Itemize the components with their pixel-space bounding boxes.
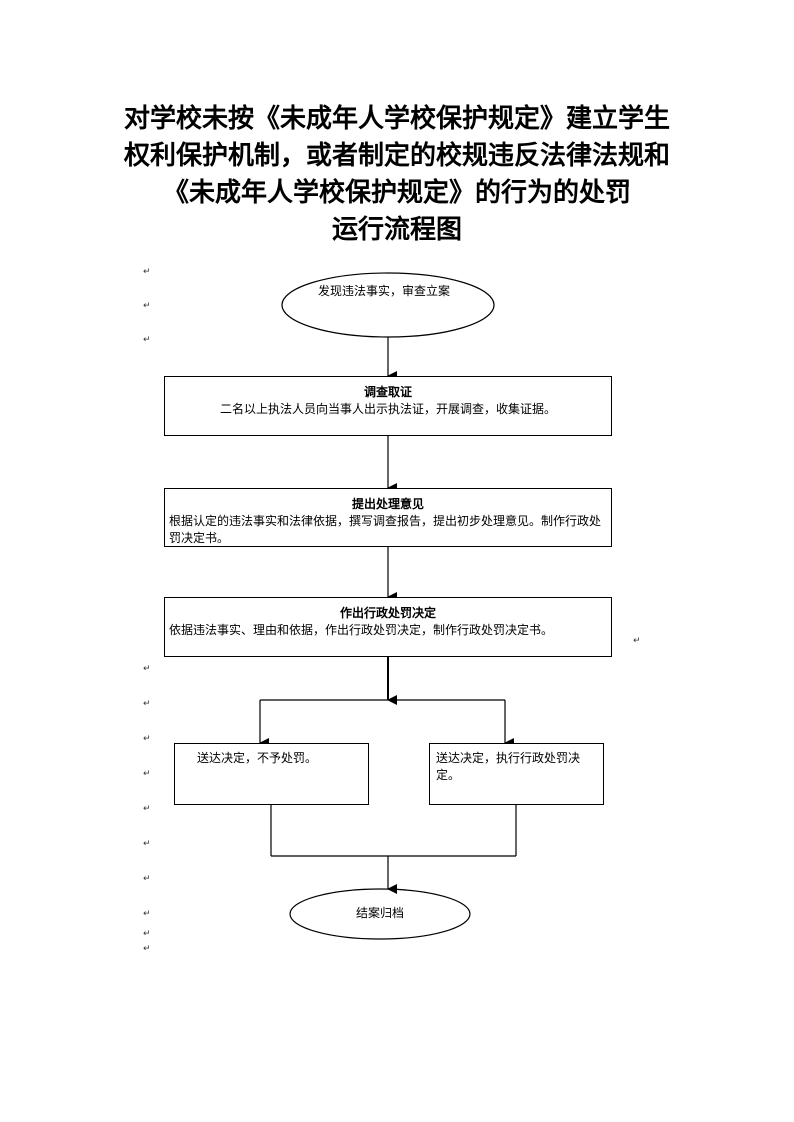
page-title: 对学校未按《未成年人学校保护规定》建立学生 权利保护机制，或者制定的校规违反法律… xyxy=(60,101,734,249)
end-oval xyxy=(289,888,471,940)
end-node-label: 结案归档 xyxy=(356,906,405,920)
title-line-2: 权利保护机制，或者制定的校规违反法律法规和 xyxy=(123,141,670,171)
step-decision-body: 依据违法事实、理由和依据，作出行政处罚决定，制作行政处罚决定书。 xyxy=(169,623,554,637)
paragraph-mark: ↵ xyxy=(143,664,151,674)
branch-execute-penalty-box: 送达决定，执行行政处罚决定。 xyxy=(429,743,604,805)
branch-no-penalty-label: 送达决定，不予处罚。 xyxy=(197,751,318,765)
paragraph-mark: ↵ xyxy=(143,929,151,939)
paragraph-mark: ↵ xyxy=(143,909,151,919)
step-opinion-title: 提出处理意见 xyxy=(351,497,424,511)
step-investigate-title: 调查取证 xyxy=(363,385,412,399)
title-line-4: 运行流程图 xyxy=(331,215,462,245)
paragraph-mark: ↵ xyxy=(143,734,151,744)
step-decision-title: 作出行政处罚决定 xyxy=(339,606,436,620)
step-opinion-box: 提出处理意见 根据认定的违法事实和法律依据，撰写调查报告，提出初步处理意见。制作… xyxy=(164,488,612,547)
paragraph-mark: ↵ xyxy=(143,839,151,849)
paragraph-mark: ↵ xyxy=(143,944,151,954)
title-line-1: 对学校未按《未成年人学校保护规定》建立学生 xyxy=(123,104,670,134)
step-opinion-body: 根据认定的违法事实和法律依据，撰写调查报告，提出初步处理意见。制作行政处罚决定书… xyxy=(169,514,602,545)
start-node-label: 发现违法事实，审查立案 xyxy=(318,284,451,298)
paragraph-mark: ↵ xyxy=(143,267,151,277)
step-decision-box: 作出行政处罚决定 依据违法事实、理由和依据，作出行政处罚决定，制作行政处罚决定书… xyxy=(164,597,612,657)
paragraph-mark: ↵ xyxy=(143,335,151,345)
step-investigate-body: 二名以上执法人员向当事人出示执法证，开展调查，收集证据。 xyxy=(219,402,556,416)
title-line-3: 《未成年人学校保护规定》的行为的处罚 xyxy=(162,178,631,208)
paragraph-mark: ↵ xyxy=(143,804,151,814)
paragraph-mark: ↵ xyxy=(143,769,151,779)
paragraph-mark: ↵ xyxy=(143,301,151,311)
paragraph-mark: ↵ xyxy=(143,874,151,884)
branch-execute-penalty-label: 送达决定，执行行政处罚决定。 xyxy=(436,751,581,782)
branch-no-penalty-box: 送达决定，不予处罚。 xyxy=(174,743,369,805)
step-investigate-box: 调查取证 二名以上执法人员向当事人出示执法证，开展调查，收集证据。 xyxy=(164,376,612,436)
paragraph-mark: ↵ xyxy=(143,699,151,709)
paragraph-mark: ↵ xyxy=(633,636,641,646)
